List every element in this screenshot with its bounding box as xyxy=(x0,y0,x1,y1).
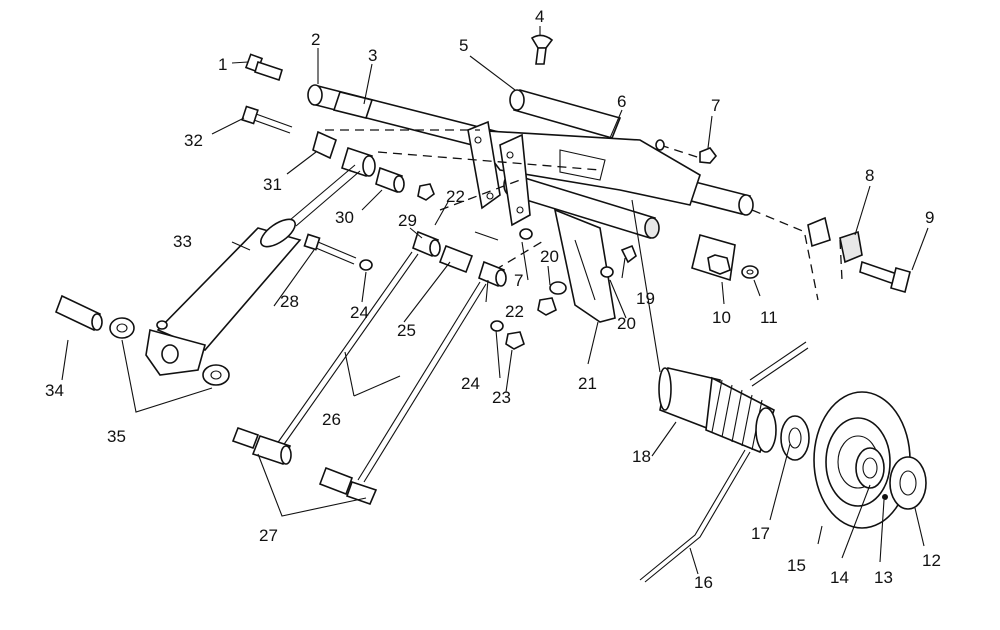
linkage-rods xyxy=(231,230,525,506)
callout-10: 10 xyxy=(712,308,731,327)
callout-2: 2 xyxy=(311,30,320,49)
callout-29: 29 xyxy=(398,211,417,230)
callout-15: 15 xyxy=(787,556,806,575)
callout-labels: 1 2 3 4 5 6 7 8 9 10 11 12 13 14 15 16 1… xyxy=(45,7,941,592)
callout-23: 23 xyxy=(492,388,511,407)
callout-5: 5 xyxy=(459,36,468,55)
bolt-28 xyxy=(303,233,373,271)
callout-14: 14 xyxy=(830,568,849,587)
bushings-left xyxy=(312,130,435,201)
callout-8: 8 xyxy=(865,166,874,185)
washer-17 xyxy=(780,415,810,461)
callout-6: 6 xyxy=(617,92,626,111)
idler-wheel xyxy=(813,391,927,529)
callout-27: 27 xyxy=(259,526,278,545)
callout-7-lower: 7 xyxy=(514,271,523,290)
callout-16: 16 xyxy=(694,573,713,592)
callout-13: 13 xyxy=(874,568,893,587)
callout-25: 25 xyxy=(397,321,416,340)
callout-34: 34 xyxy=(45,381,64,400)
callout-35: 35 xyxy=(107,427,126,446)
callout-11: 11 xyxy=(760,308,778,327)
callout-28: 28 xyxy=(280,292,299,311)
spring-arm xyxy=(553,208,616,323)
bolt-1 xyxy=(244,53,283,82)
callout-1: 1 xyxy=(218,55,227,74)
leader-lines xyxy=(61,26,929,575)
small-hardware xyxy=(519,34,718,316)
callout-31: 31 xyxy=(263,175,282,194)
callout-19: 19 xyxy=(636,289,655,308)
callout-32: 32 xyxy=(184,131,203,150)
nut-plate xyxy=(691,234,759,282)
callout-33: 33 xyxy=(173,232,192,251)
callout-12: 12 xyxy=(922,551,941,570)
assembly-lines xyxy=(325,129,843,301)
callout-20-upper: 20 xyxy=(540,247,559,266)
callout-18: 18 xyxy=(632,447,651,466)
callout-20-lower: 20 xyxy=(617,314,636,333)
mount-bracket xyxy=(807,216,911,293)
callout-9: 9 xyxy=(925,208,934,227)
callout-21: 21 xyxy=(578,374,597,393)
callout-24-left: 24 xyxy=(350,303,369,322)
right-tube xyxy=(509,89,622,139)
bolt-32 xyxy=(241,105,293,134)
callout-22-upper: 22 xyxy=(446,187,465,206)
pins-left xyxy=(54,294,230,386)
shock-absorber xyxy=(145,164,361,376)
callout-4: 4 xyxy=(535,7,544,26)
callout-7-upper: 7 xyxy=(711,96,720,115)
spring-assembly xyxy=(631,199,809,583)
callout-24-right: 24 xyxy=(461,374,480,393)
callout-22-lower: 22 xyxy=(505,302,524,321)
callout-17: 17 xyxy=(751,524,770,543)
callout-26: 26 xyxy=(322,410,341,429)
callout-3: 3 xyxy=(368,46,377,65)
side-plates xyxy=(467,120,531,227)
callout-30: 30 xyxy=(335,208,354,227)
